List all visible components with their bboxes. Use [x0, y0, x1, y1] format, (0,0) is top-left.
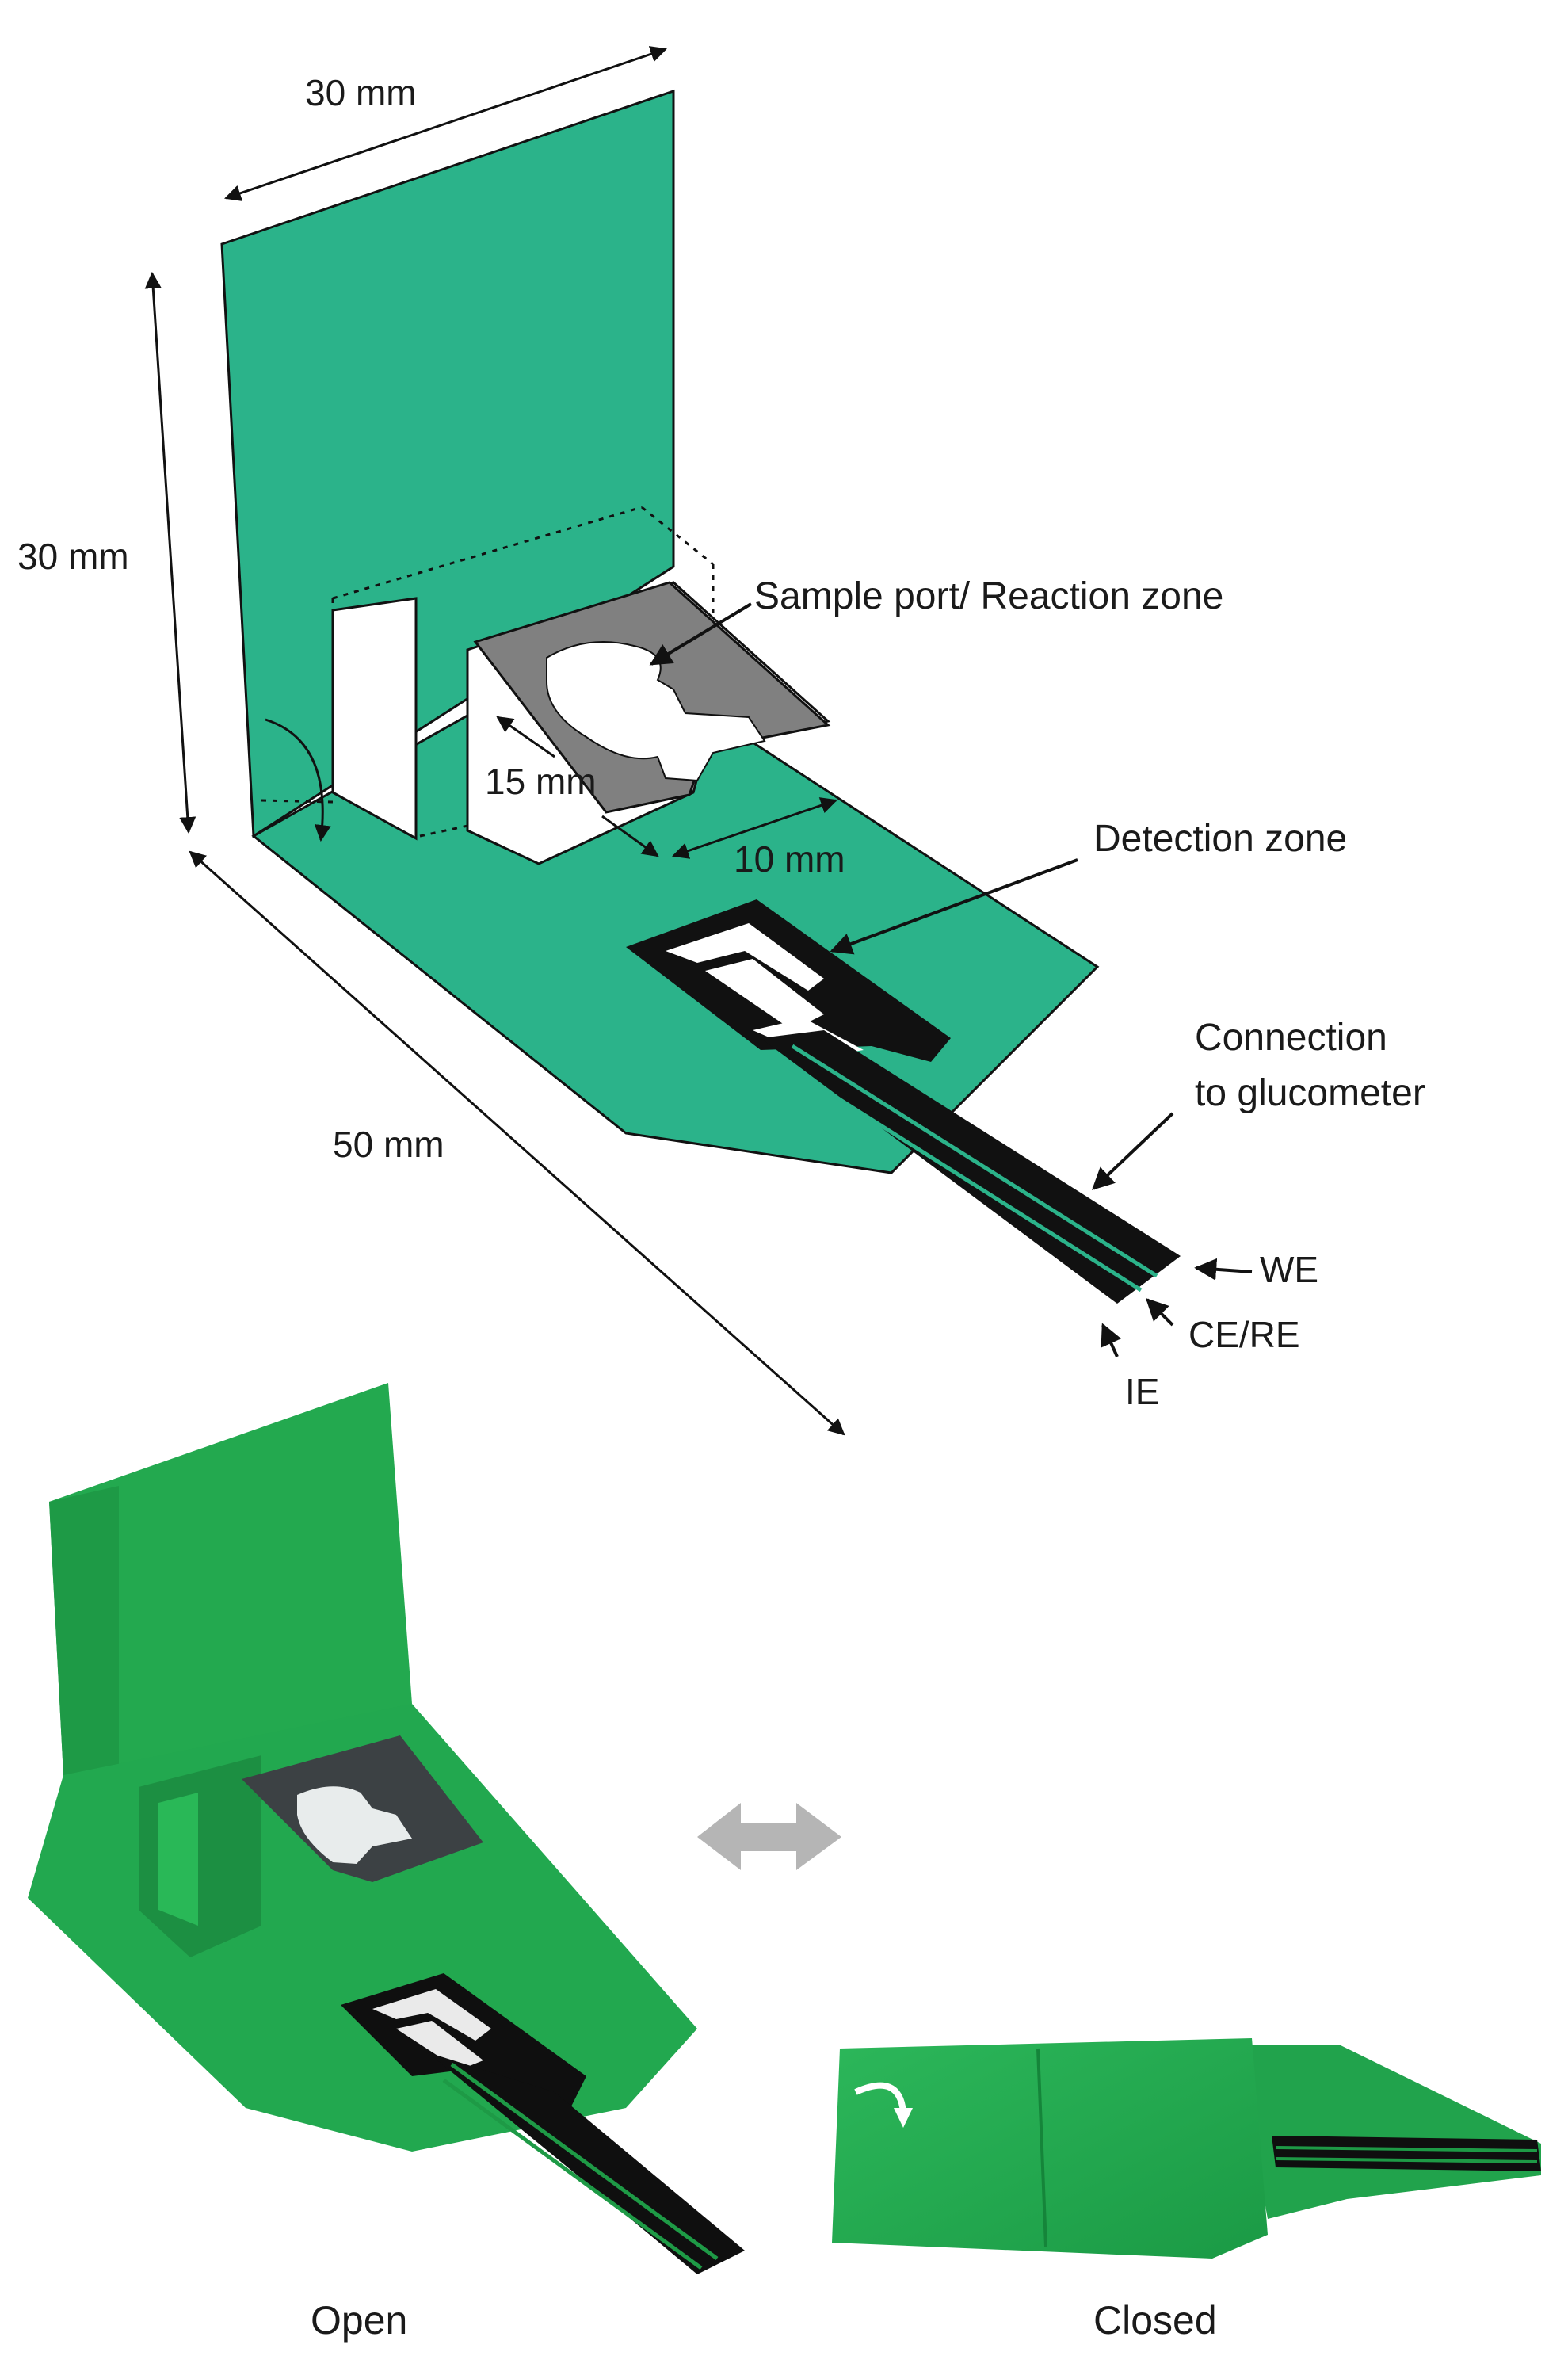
- label-terminal-ce-re: CE/RE: [1188, 1314, 1300, 1355]
- dim-arrow-port-width: [672, 797, 837, 859]
- callout-arrow-sample-port: [649, 602, 753, 666]
- dim-arrow-panel-height: [144, 271, 196, 834]
- terminal-arrow-we: [1194, 1258, 1253, 1281]
- label-sample-port: Sample port/ Reaction zone: [754, 575, 1223, 617]
- label-port-width: 10 mm: [734, 838, 845, 880]
- schematic-diagram: 30 mm 30 mm 50 mm 15 mm 10 mm Sample por…: [17, 46, 1425, 1436]
- label-detection-zone: Detection zone: [1093, 818, 1347, 860]
- dim-arrow-port-depth-top: [496, 716, 555, 758]
- dim-arrow-panel-width: [224, 46, 667, 201]
- label-connection-line1: Connection: [1195, 1017, 1387, 1059]
- dim-arrow-strip-length: [189, 850, 845, 1436]
- terminal-arrow-ce-re: [1146, 1298, 1174, 1327]
- label-strip-length: 50 mm: [333, 1124, 444, 1165]
- double-arrow-icon: [697, 1803, 841, 1870]
- terminal-arrow-ie: [1101, 1323, 1122, 1357]
- label-port-depth: 15 mm: [485, 761, 597, 802]
- caption-open: Open: [311, 2298, 407, 2343]
- label-panel-height: 30 mm: [17, 536, 129, 577]
- callout-arrow-detection-zone: [830, 858, 1078, 955]
- caption-closed: Closed: [1093, 2298, 1217, 2343]
- label-connection-line2: to glucometer: [1195, 1072, 1425, 1114]
- sample-port-cutout: [546, 641, 766, 782]
- callout-arrow-connection: [1091, 1112, 1174, 1190]
- fold-arrow-icon: [265, 718, 331, 842]
- dim-arrow-port-depth-bottom: [601, 815, 659, 857]
- dotted-guide-lines: [261, 506, 715, 838]
- label-terminal-ie: IE: [1125, 1371, 1159, 1412]
- photo-open-device: [28, 1383, 745, 2274]
- label-panel-width: 30 mm: [305, 72, 417, 113]
- label-terminal-we: WE: [1260, 1249, 1318, 1290]
- photo-closed-device: [832, 2038, 1541, 2259]
